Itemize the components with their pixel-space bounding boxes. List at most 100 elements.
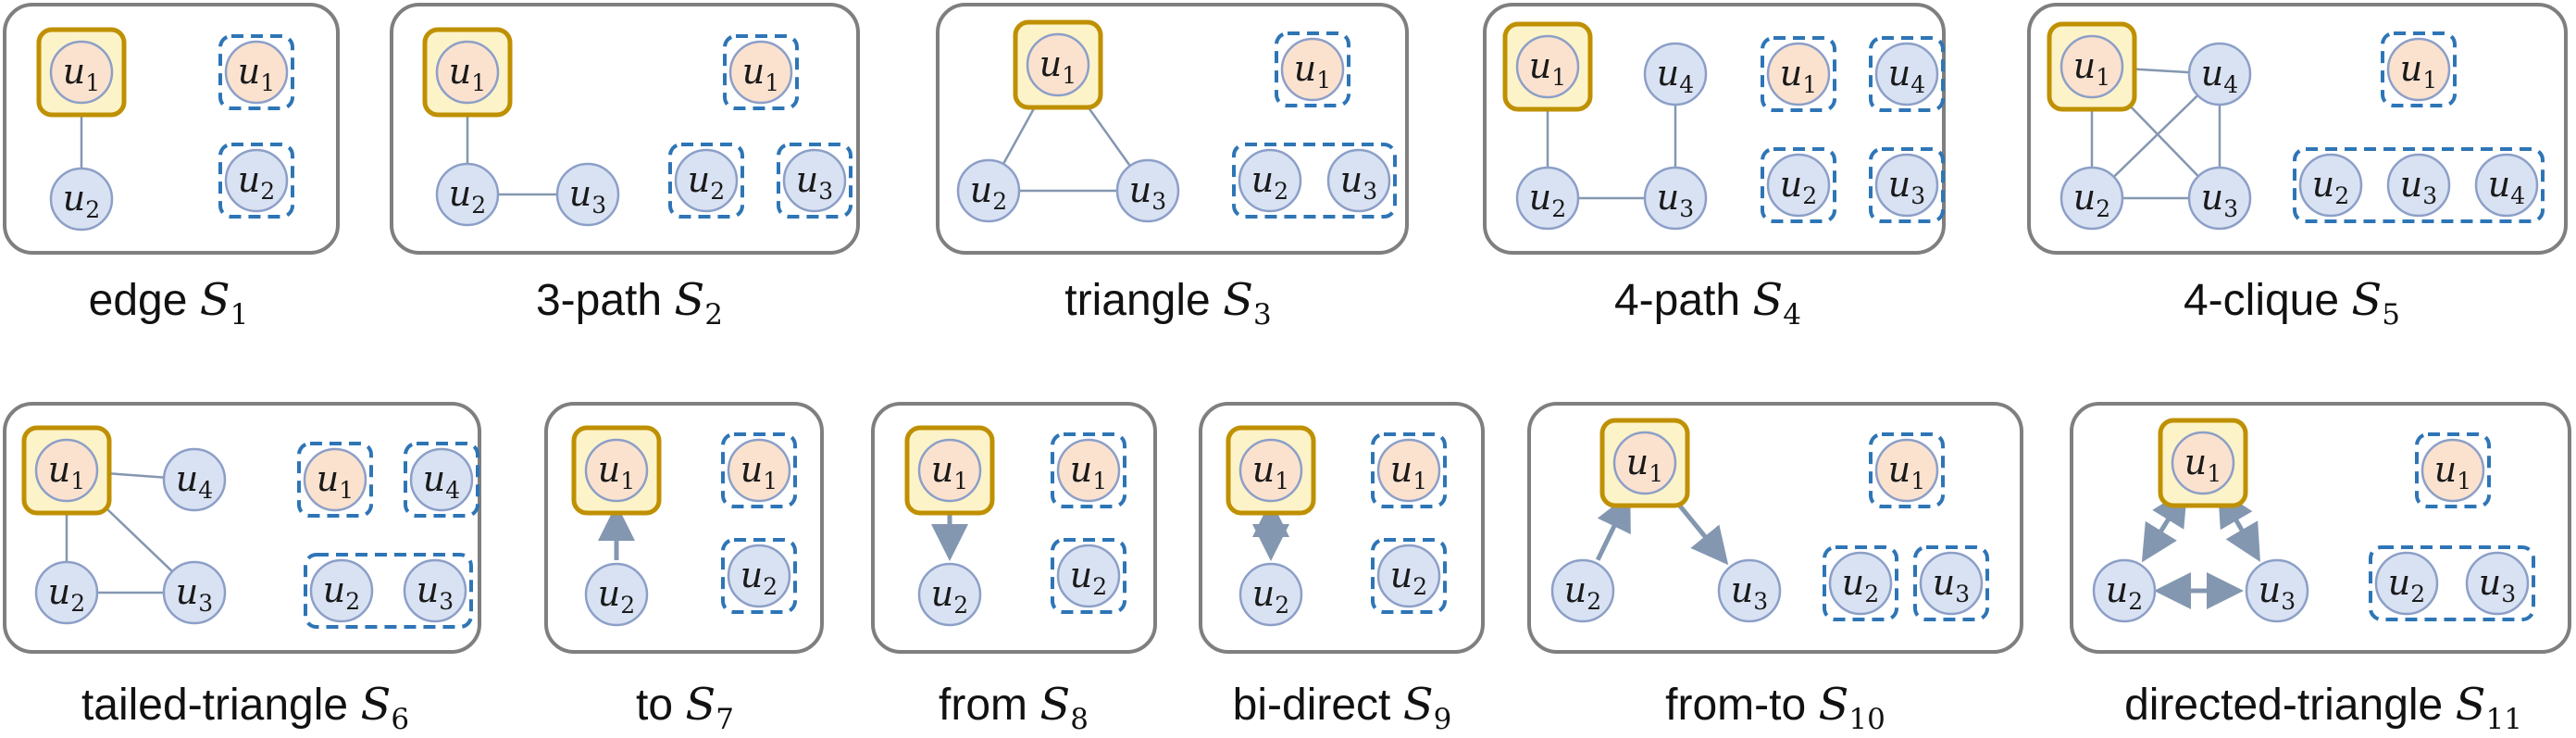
- orbit-node-u2-circle: [2298, 153, 2363, 218]
- graph-node-u2-label: u2: [48, 571, 85, 617]
- caption-to: to S7: [636, 679, 734, 736]
- caption-4-path: 4-path S4: [1614, 274, 1801, 331]
- orbit-node-u2: u2: [1056, 544, 1121, 608]
- orbit-node-u3-label: u3: [1888, 164, 1925, 209]
- graph-node-u1-label: u1: [2184, 442, 2221, 487]
- graph-node-u3-label: u3: [2201, 177, 2238, 222]
- orbit-node-u1: u1: [727, 438, 791, 503]
- orbit-node-u1-circle: [224, 40, 289, 105]
- graph-node-u2-label: u2: [449, 173, 486, 219]
- orbit-group-box: [721, 538, 797, 614]
- subgraph-panel-from: u1 u2 u1 u2: [871, 402, 1157, 654]
- orbit-node-u2-label: u2: [1780, 164, 1817, 209]
- graph-node-u2: u2: [34, 560, 99, 625]
- graph-node-u2-circle: [2092, 558, 2157, 623]
- orbit-node-u2-label: u2: [740, 555, 778, 600]
- graph-node-u2-label: u2: [1564, 569, 1601, 615]
- orbit-group-box: [1232, 143, 1397, 219]
- caption-tailed-triangle: tailed-triangle S6: [81, 679, 409, 736]
- graph-node-u2-circle: [435, 162, 500, 227]
- orbit-node-u1-circle: [2420, 438, 2485, 503]
- caption-triangle: triangle S3: [1064, 274, 1271, 331]
- orbit-node-u2-circle: [2374, 551, 2439, 616]
- orbit-node-u4: u4: [1874, 42, 1939, 106]
- orbit-node-u1-circle: [303, 447, 367, 512]
- orbit-group-box: [2369, 545, 2535, 621]
- graph-node-u1-circle: [435, 40, 500, 105]
- orbit-node-u4-label: u4: [1888, 53, 1925, 98]
- graph-node-u3-circle: [2187, 166, 2252, 231]
- orbit-node-u2-label: u2: [688, 159, 725, 205]
- graph-node-u4: u4: [1643, 42, 1708, 106]
- graph-node-u1-label: u1: [931, 449, 968, 494]
- graph-node-u1-label: u1: [1529, 45, 1566, 91]
- orbit-node-u3: u3: [2465, 551, 2530, 616]
- graph-node-u2-label: u2: [2106, 569, 2143, 615]
- caption-4-clique: 4-clique S5: [2184, 274, 2400, 331]
- orbit-node-u2: u2: [727, 544, 791, 608]
- orbit-node-u1-circle: [1766, 42, 1831, 106]
- graph-node-u3-label: u3: [1657, 177, 1694, 222]
- orbit-node-u2-circle: [1376, 544, 1441, 608]
- graph-node-u1-label: u1: [598, 449, 635, 494]
- orbit-group-box: [1823, 545, 1898, 621]
- orbit-node-u1-label: u1: [1070, 449, 1107, 494]
- orbit-node-u1: u1: [303, 447, 367, 512]
- graph-node-u1: u1: [34, 438, 99, 503]
- orbit-node-u1: u1: [2386, 37, 2451, 102]
- caption-bi-direct: bi-direct S9: [1233, 679, 1452, 736]
- orbit-node-u3: u3: [1874, 153, 1939, 218]
- orbit-node-u2-label: u2: [323, 569, 360, 615]
- graph-node-u2-label: u2: [1529, 177, 1566, 222]
- orbit-node-u2-label: u2: [1390, 555, 1427, 600]
- orbit-node-u1-label: u1: [742, 51, 779, 96]
- orbit-group-box: [668, 143, 744, 219]
- orbit-node-u2-circle: [727, 544, 791, 608]
- orbit-node-u1-label: u1: [1888, 449, 1925, 494]
- graph-node-u2-label: u2: [931, 573, 968, 619]
- graph-node-u3: u3: [162, 560, 227, 625]
- caption-edge: edge S1: [89, 274, 249, 331]
- orbit-group-box: [1371, 538, 1447, 614]
- orbit-node-u3-circle: [2465, 551, 2530, 616]
- graph-node-u1-circle: [49, 40, 114, 105]
- graph-node-u3-circle: [555, 162, 620, 227]
- graph-node-u3-circle: [1717, 558, 1782, 623]
- graph-node-u3: u3: [1115, 158, 1180, 223]
- orbit-node-u2-label: u2: [1070, 555, 1107, 600]
- orbit-node-u4-label: u4: [423, 458, 460, 504]
- orbit-node-u2: u2: [2298, 153, 2363, 218]
- orbit-node-u1-label: u1: [1390, 449, 1427, 494]
- orbit-node-u3-label: u3: [1340, 159, 1377, 205]
- graph-node-u1-label: u1: [449, 51, 486, 96]
- graph-node-u2-circle: [34, 560, 99, 625]
- orbit-node-u1: u1: [1376, 438, 1441, 503]
- graph-node-u3: u3: [555, 162, 620, 227]
- orbit-node-u1-label: u1: [2434, 449, 2471, 494]
- graph-node-u2-label: u2: [598, 573, 635, 619]
- orbit-node-u3-label: u3: [417, 569, 454, 615]
- caption-from: from S8: [939, 679, 1089, 736]
- orbit-node-u2-label: u2: [238, 159, 275, 205]
- orbit-node-u4-label: u4: [2488, 164, 2525, 209]
- orbit-node-u2: u2: [224, 148, 289, 213]
- orbit-group-box: [218, 34, 294, 110]
- orbit-node-u3: u3: [2386, 153, 2451, 218]
- caption-3-path: 3-path S2: [536, 274, 723, 331]
- graph-node-u3-label: u3: [1731, 569, 1768, 615]
- orbit-node-u2-circle: [1056, 544, 1121, 608]
- orbit-node-u1-circle: [1376, 438, 1441, 503]
- orbit-node-u2-label: u2: [2388, 562, 2425, 607]
- orbit-node-u1: u1: [2420, 438, 2485, 503]
- graph-node-u4: u4: [162, 447, 227, 512]
- orbit-node-u2-circle: [309, 558, 374, 623]
- graph-node-u1: u1: [2171, 431, 2235, 495]
- orbit-node-u4-circle: [409, 447, 474, 512]
- caption-from-to: from-to S10: [1665, 679, 1885, 736]
- orbit-node-u3-circle: [1874, 153, 1939, 218]
- orbit-group-box: [2415, 432, 2491, 508]
- orbit-group-box: [218, 143, 294, 219]
- subgraph-panel-to: u1 u2 u1 u2: [544, 402, 824, 654]
